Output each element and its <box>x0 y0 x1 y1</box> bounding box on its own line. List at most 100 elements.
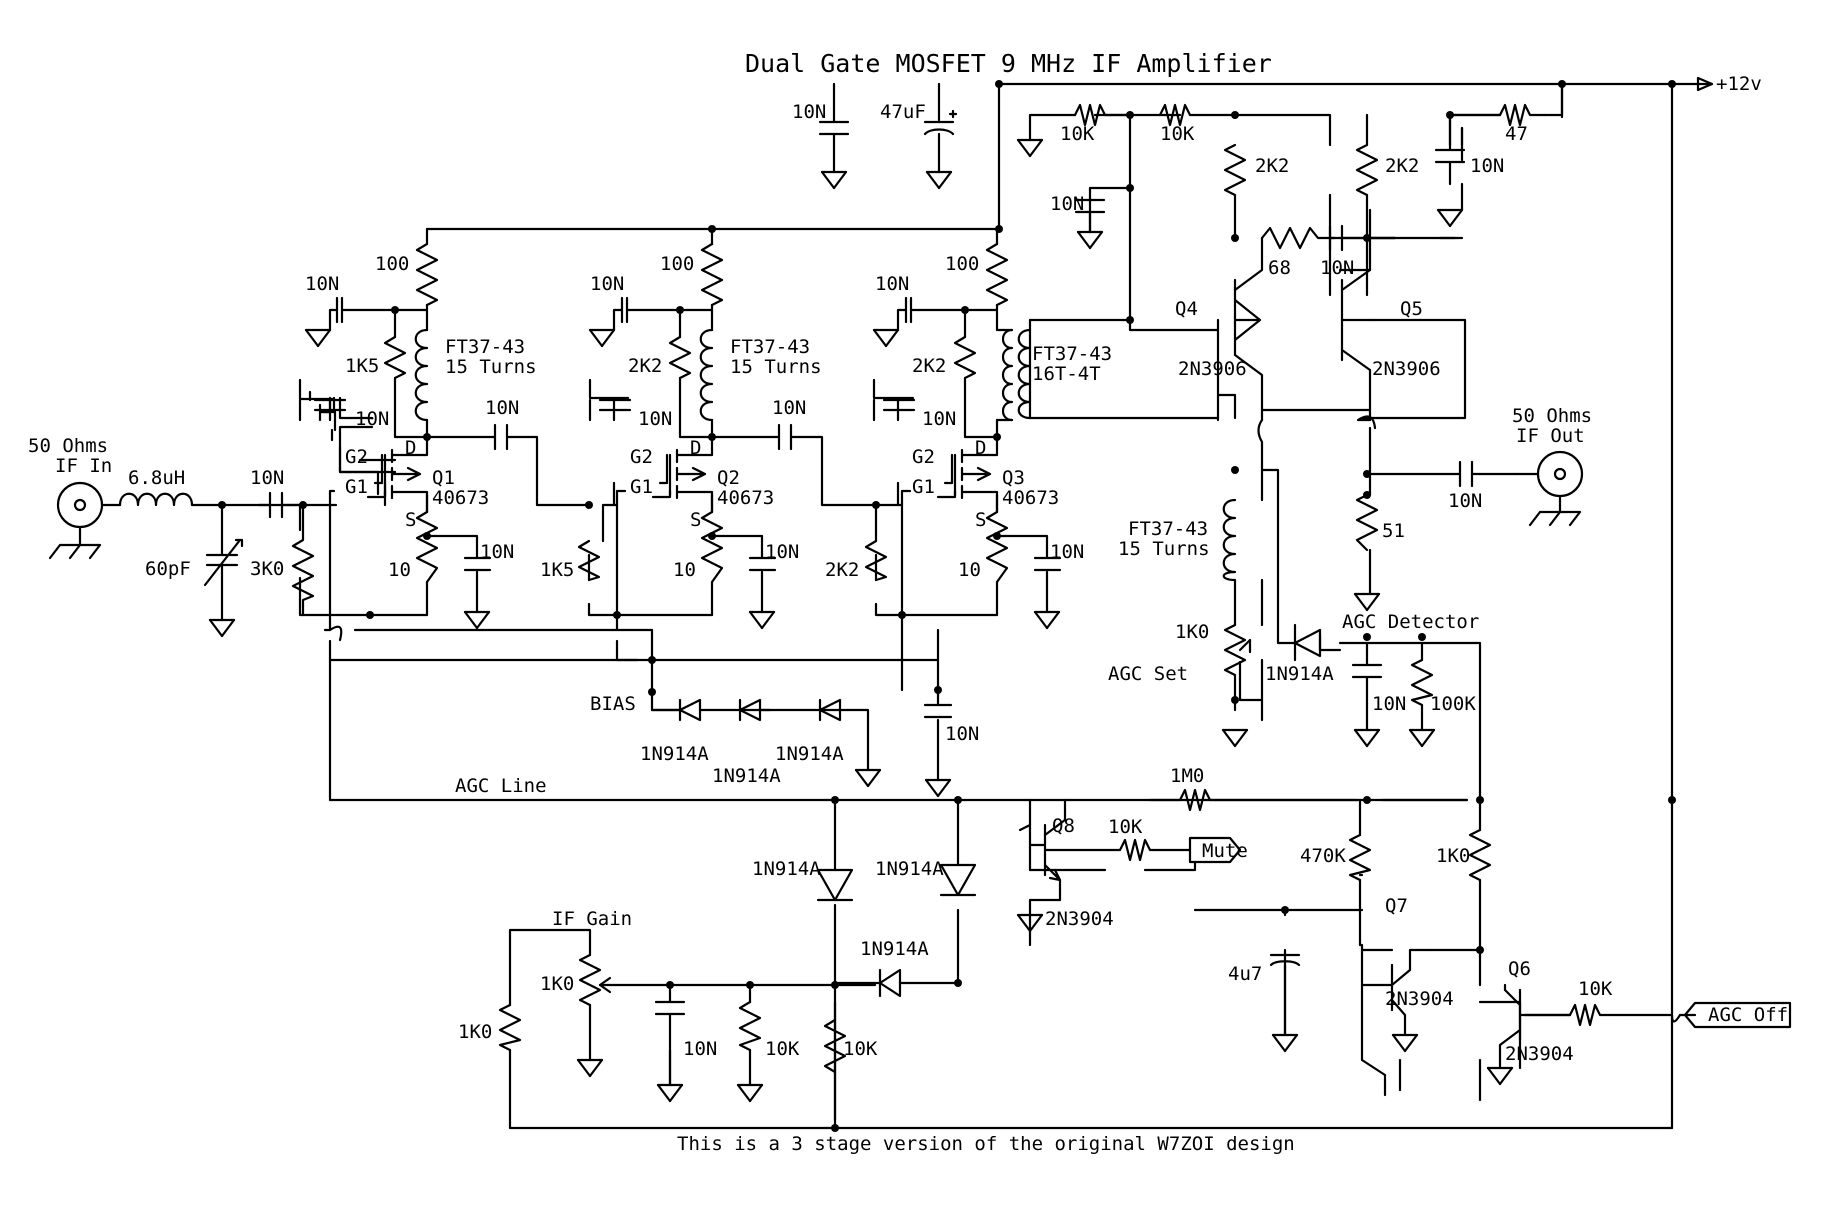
q3-d-label: D <box>975 437 986 459</box>
r-gain-a-label: 10K <box>765 1038 800 1060</box>
agc-det-label: AGC Detector <box>1342 611 1479 633</box>
l-agc2-label: 15 Turns <box>1118 538 1210 560</box>
r2k2-b-label: 2K2 <box>1385 155 1419 177</box>
q2-cdec-label: 10N <box>638 408 672 430</box>
q1-r100-label: 100 <box>375 253 409 275</box>
q5-name-label: Q5 <box>1400 298 1423 320</box>
q2-d-label: D <box>690 437 701 459</box>
r-left-label: 1K0 <box>458 1021 492 1043</box>
q1-name-label: Q1 <box>432 467 455 489</box>
footer-note: This is a 3 stage version of the origina… <box>677 1133 1295 1155</box>
l-in-label: 6.8uH <box>128 467 185 489</box>
q2-rs-label: 10 <box>673 559 696 581</box>
q7-type-label: 2N3904 <box>1385 988 1454 1010</box>
if-out-label-2: IF Out <box>1516 425 1585 447</box>
if-in-label-1: 50 Ohms <box>28 435 108 457</box>
diagram-title: Dual Gate MOSFET 9 MHz IF Amplifier <box>745 49 1272 78</box>
q7-name-label: Q7 <box>1385 895 1408 917</box>
junctions <box>218 80 1676 1132</box>
q1-cdec-label: 10N <box>355 408 389 430</box>
l-agc-label: FT37-43 <box>1128 518 1208 540</box>
q1-t2-label: 15 Turns <box>445 356 537 378</box>
q2-g1-label: G1 <box>630 476 653 498</box>
bias-d2-label: 1N914A <box>712 765 781 787</box>
r-mute-label: 10K <box>1108 816 1143 838</box>
q1-s-label: S <box>405 509 416 531</box>
r-det-label: 100K <box>1430 693 1476 715</box>
if-gain-label: IF Gain <box>552 908 632 930</box>
q3-t-label: FT37-43 <box>1032 343 1112 365</box>
q6-type-label: 2N3904 <box>1505 1043 1574 1065</box>
d-det-label: 1N914A <box>1265 663 1334 685</box>
c-s3-label: 10N <box>1050 541 1084 563</box>
r-gain-b-label: 10K <box>843 1038 878 1060</box>
q3-r100-label: 100 <box>945 253 979 275</box>
d-b-label: 1N914A <box>875 858 944 880</box>
q1-type-label: 40673 <box>432 487 489 509</box>
c-bias-label: 10N <box>945 723 979 745</box>
r47-label: 47 <box>1505 123 1528 145</box>
q8-type-label: 2N3904 <box>1045 908 1114 930</box>
d-a-label: 1N914A <box>752 858 821 880</box>
pot-gain-label: 1K0 <box>540 973 574 995</box>
pot-agc-label: 1K0 <box>1175 621 1209 643</box>
q1-rl-label: 1K5 <box>345 355 379 377</box>
q1-cg2-label: 10N <box>305 273 339 295</box>
q2-r100-label: 100 <box>660 253 694 275</box>
agc-line-label: AGC Line <box>455 775 547 797</box>
bias-label: BIAS <box>590 693 636 715</box>
if-in-label-2: IF In <box>55 455 112 477</box>
q3-name-label: Q3 <box>1002 467 1025 489</box>
q3-cdec-label: 10N <box>922 408 956 430</box>
r1k0-q6-label: 1K0 <box>1436 845 1470 867</box>
agc-off-label: AGC Off <box>1708 1004 1788 1026</box>
agc-set-label: AGC Set <box>1108 663 1188 685</box>
q1-t-label: FT37-43 <box>445 336 525 358</box>
c-top-label: 10N <box>1470 155 1504 177</box>
r-in-label: 3K0 <box>250 558 284 580</box>
if-out-label-1: 50 Ohms <box>1512 405 1592 427</box>
c-s2-label: 10N <box>765 541 799 563</box>
q4-type-label: 2N3906 <box>1178 358 1247 380</box>
q2-rl-label: 2K2 <box>628 355 662 377</box>
q1-g1-label: G1 <box>345 476 368 498</box>
c23-label: 10N <box>772 397 806 419</box>
c-4u7-label: 4u7 <box>1228 963 1262 985</box>
q2-rg-label: 1K5 <box>540 559 574 581</box>
wires <box>257 76 1714 1130</box>
q2-type-label: 40673 <box>717 487 774 509</box>
q3-t2-label: 16T-4T <box>1032 363 1101 385</box>
q3-s-label: S <box>975 509 986 531</box>
c-div-label: 10N <box>1050 193 1084 215</box>
c12-label: 10N <box>485 397 519 419</box>
c-in-label: 10N <box>250 467 284 489</box>
q4-name-label: Q4 <box>1175 298 1198 320</box>
q3-type-label: 40673 <box>1002 487 1059 509</box>
r68-label: 68 <box>1268 257 1291 279</box>
q3-g2-label: G2 <box>912 446 935 468</box>
q2-g2-label: G2 <box>630 446 653 468</box>
q3-g1-label: G1 <box>912 476 935 498</box>
r10k-a-label: 10K <box>1060 123 1095 145</box>
q8-name-label: Q8 <box>1052 815 1075 837</box>
c-trim-label: 60pF <box>145 558 191 580</box>
q3-rs-label: 10 <box>958 559 981 581</box>
q1-rs-label: 10 <box>388 559 411 581</box>
r-agcoff-label: 10K <box>1578 978 1613 1000</box>
q6-name-label: Q6 <box>1508 958 1531 980</box>
components <box>48 103 1792 1103</box>
r470-label: 470K <box>1300 845 1346 867</box>
q2-t2-label: 15 Turns <box>730 356 822 378</box>
q2-s-label: S <box>690 509 701 531</box>
q1-d-label: D <box>405 437 416 459</box>
bias-d3-label: 1N914A <box>775 743 844 765</box>
q3-rl-label: 2K2 <box>912 355 946 377</box>
d-c-label: 1N914A <box>860 938 929 960</box>
c68-label: 10N <box>1320 257 1354 279</box>
r10k-b-label: 10K <box>1160 123 1195 145</box>
c-s1-label: 10N <box>480 541 514 563</box>
q5-type-label: 2N3906 <box>1372 358 1441 380</box>
q1-g2-label: G2 <box>345 446 368 468</box>
c-supply-label: 10N <box>792 101 826 123</box>
